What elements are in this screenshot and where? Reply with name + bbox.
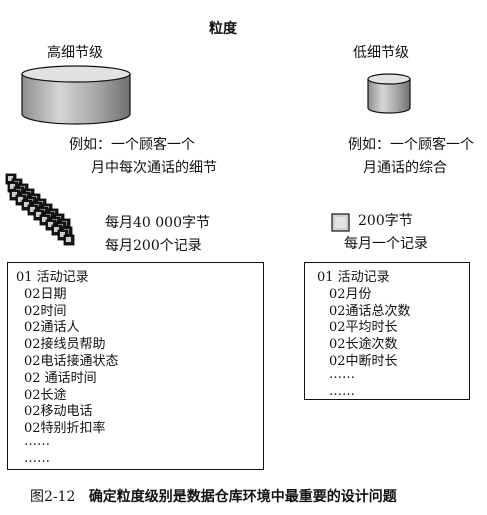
low-detail-record-line: 02月份 [329, 286, 372, 302]
high-detail-record-count: 每月200个记录 [105, 238, 202, 254]
low-detail-record-line: 02中断时长 [329, 354, 398, 369]
high-detail-record-line: 02电话接通状态 [24, 354, 119, 369]
high-detail-record-line: 02通话人 [24, 320, 80, 336]
record-cube-face [30, 207, 35, 212]
low-detail-example-line-1: 例如：一个顾客一个 [348, 137, 474, 153]
record-cube-face [60, 232, 65, 237]
high-detail-example-line-2: 月中每次通话的细节 [91, 160, 217, 176]
high-detail-record-line: 02特别折扣率 [24, 421, 106, 437]
high-detail-record-line: …… [24, 450, 50, 466]
many-records-cube-stack-icon [5, 173, 75, 246]
low-detail-record-line: 02通话总次数 [329, 303, 411, 319]
record-cube-face [54, 227, 59, 232]
low-detail-record-line: 02长途次数 [329, 337, 398, 353]
low-detail-record-line: 02平均时长 [329, 320, 398, 336]
low-detail-size-bytes: 200字节 [358, 213, 413, 229]
large-database-cylinder-icon [21, 65, 131, 125]
record-cube-face [42, 217, 47, 222]
figure-caption: 图2-12 确定粒度级别是数据仓库环境中最重要的设计问题 [30, 486, 397, 506]
record-cube-face [48, 222, 53, 227]
high-detail-record-line: 01 活动记录 [16, 270, 89, 285]
low-detail-record-line: 01 活动记录 [317, 270, 390, 285]
figure-number: 图2-12 [30, 489, 76, 505]
small-database-cylinder-icon [367, 73, 411, 114]
record-cube-face [8, 176, 13, 181]
record-cube-face [12, 192, 17, 197]
high-detail-size-bytes: 每月40 000字节 [105, 215, 210, 231]
low-detail-record-count: 每月一个记录 [344, 236, 428, 252]
high-detail-record-line: 02长途 [24, 387, 67, 403]
record-cube-face [18, 197, 23, 202]
low-detail-label: 低细节级 [353, 45, 409, 61]
figure-caption-text: 确定粒度级别是数据仓库环境中最重要的设计问题 [88, 489, 397, 505]
record-cube-face [10, 184, 15, 189]
high-detail-example-line-1: 例如：一个顾客一个 [69, 137, 195, 153]
diagram-title: 粒度 [209, 21, 237, 37]
low-detail-example-line-2: 月通话的综合 [363, 160, 447, 176]
low-detail-record-line: …… [329, 366, 355, 382]
high-detail-label: 高细节级 [47, 45, 103, 61]
high-detail-record-line: 02接线员帮助 [24, 337, 106, 353]
high-detail-record-line: 02日期 [24, 286, 67, 302]
record-cube-face [66, 237, 71, 242]
single-record-cube-icon [331, 213, 350, 232]
high-detail-record-line: …… [24, 434, 50, 449]
record-cube-face [36, 212, 41, 217]
high-detail-record-line: 02 通话时间 [24, 370, 97, 386]
low-detail-record-line: …… [329, 383, 355, 399]
high-detail-record-line: 02移动电话 [24, 404, 93, 420]
high-detail-record-line: 02时间 [24, 303, 67, 319]
record-cube-face [24, 202, 29, 207]
